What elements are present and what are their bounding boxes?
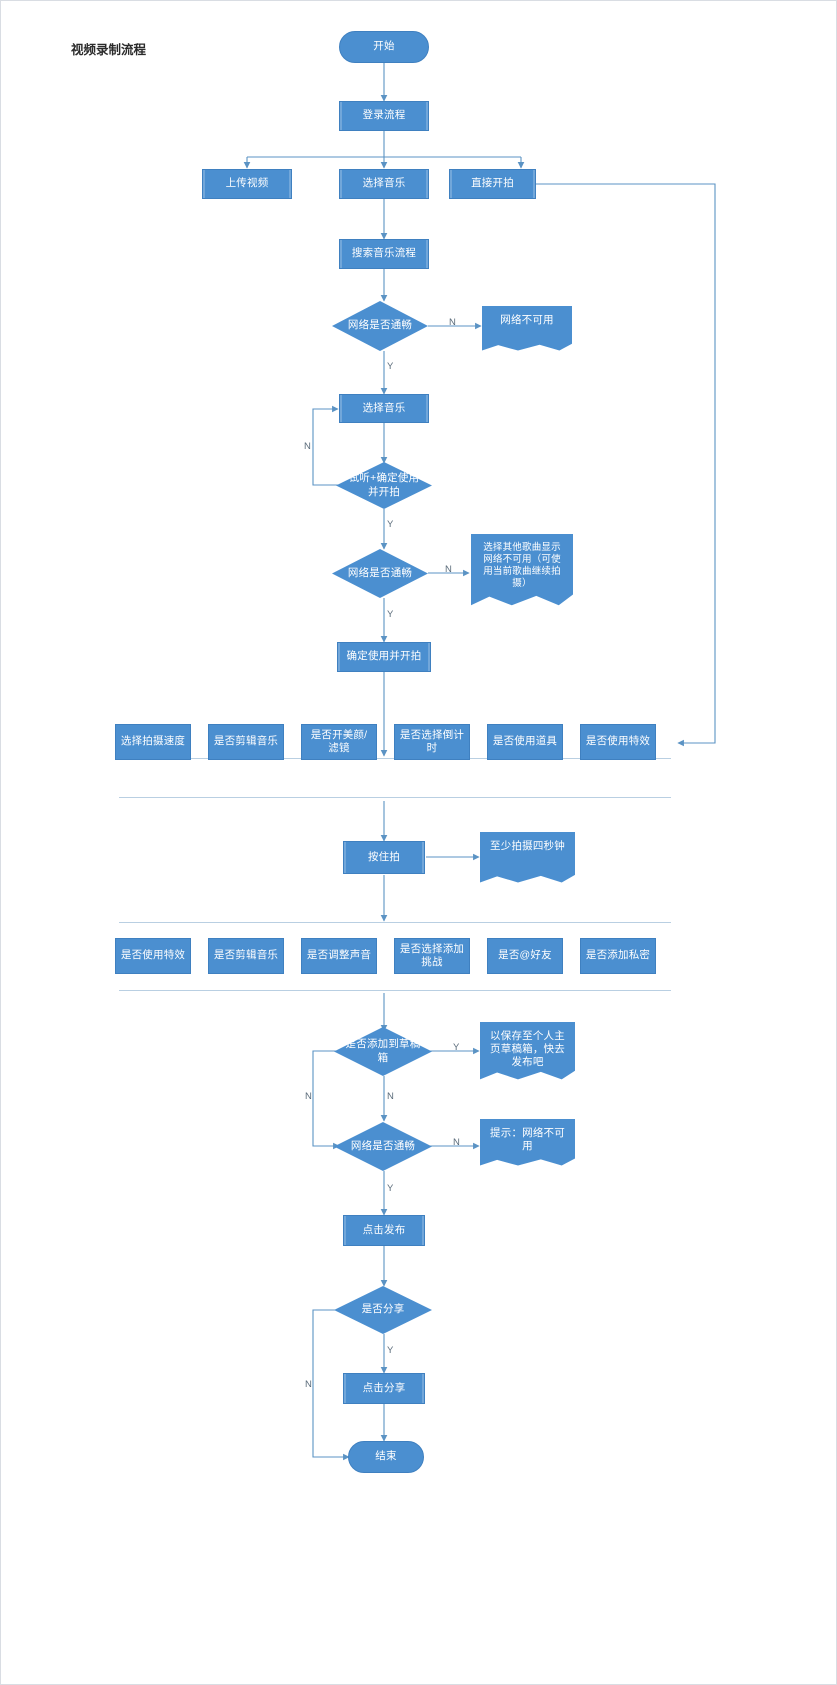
- node-select-music-2[interactable]: 选择音乐: [339, 394, 429, 423]
- option-row1-item-5[interactable]: 是否使用道具: [487, 724, 563, 760]
- option-row2-item-3[interactable]: 是否调整声音: [301, 938, 377, 974]
- option-row2-item-4[interactable]: 是否选择添加挑战: [394, 938, 470, 974]
- node-network-unavailable-2[interactable]: 选择其他歌曲显示网络不可用（可使用当前歌曲继续拍摄）: [471, 534, 573, 606]
- edge-label-y-share: Y: [387, 1345, 394, 1356]
- node-network-unavailable-1[interactable]: 网络不可用: [482, 306, 572, 351]
- section-divider-3: [119, 922, 671, 923]
- decision-add-to-draft[interactable]: 是否添加到草稿箱: [334, 1027, 432, 1076]
- edge-label-n-draft-down: N: [387, 1091, 394, 1102]
- edge-label-y2: Y: [387, 609, 394, 620]
- section-divider-2: [119, 797, 671, 798]
- section-divider-4: [119, 990, 671, 991]
- option-row2-item-5[interactable]: 是否@好友: [487, 938, 563, 974]
- edge-label-n-share: N: [305, 1379, 312, 1390]
- option-row2-item-6[interactable]: 是否添加私密: [580, 938, 656, 974]
- option-row1-item-1[interactable]: 选择拍摄速度: [115, 724, 191, 760]
- option-row2-item-1[interactable]: 是否使用特效: [115, 938, 191, 974]
- node-upload-video[interactable]: 上传视频: [202, 169, 292, 199]
- decision-is-share[interactable]: 是否分享: [334, 1286, 432, 1334]
- decision-audition-confirm[interactable]: 试听+确定使用并开拍: [336, 462, 432, 509]
- edge-label-n3: N: [453, 1137, 460, 1148]
- edge-label-y-audition: Y: [387, 519, 394, 530]
- node-network-unavailable-3[interactable]: 提示：网络不可用: [480, 1119, 575, 1166]
- node-click-share[interactable]: 点击分享: [343, 1373, 425, 1404]
- edge-label-n-loop-music: N: [304, 441, 311, 452]
- edge-label-n1: N: [449, 317, 456, 328]
- decision-network-ok-2[interactable]: 网络是否通畅: [332, 549, 428, 598]
- node-hold-to-record[interactable]: 按住拍: [343, 841, 425, 874]
- node-choose-music[interactable]: 选择音乐: [339, 169, 429, 199]
- option-row1-item-2[interactable]: 是否剪辑音乐: [208, 724, 284, 760]
- option-row1-item-3[interactable]: 是否开美颜/滤镜: [301, 724, 377, 760]
- edge-label-n-draft-left: N: [305, 1091, 312, 1102]
- edge-label-y3: Y: [387, 1183, 394, 1194]
- node-min-four-seconds[interactable]: 至少拍摄四秒钟: [480, 832, 575, 883]
- option-row1-item-6[interactable]: 是否使用特效: [580, 724, 656, 760]
- edge-label-y-draft: Y: [453, 1042, 460, 1053]
- node-draft-saved-tip[interactable]: 以保存至个人主页草稿箱，快去发布吧: [480, 1022, 575, 1080]
- option-row1-item-4[interactable]: 是否选择倒计时: [394, 724, 470, 760]
- edge-label-y1: Y: [387, 361, 394, 372]
- node-direct-shoot[interactable]: 直接开拍: [449, 169, 536, 199]
- node-click-publish[interactable]: 点击发布: [343, 1215, 425, 1246]
- option-row2-item-2[interactable]: 是否剪辑音乐: [208, 938, 284, 974]
- page-title: 视频录制流程: [71, 43, 147, 57]
- decision-network-ok-3[interactable]: 网络是否通畅: [334, 1122, 432, 1171]
- node-end[interactable]: 结束: [348, 1441, 424, 1473]
- decision-network-ok-1[interactable]: 网络是否通畅: [332, 301, 428, 351]
- node-start[interactable]: 开始: [339, 31, 429, 63]
- edge-label-n2: N: [445, 564, 452, 575]
- node-search-music-flow[interactable]: 搜索音乐流程: [339, 239, 429, 269]
- node-confirm-use-shoot[interactable]: 确定使用并开拍: [337, 642, 431, 672]
- node-login-flow[interactable]: 登录流程: [339, 101, 429, 131]
